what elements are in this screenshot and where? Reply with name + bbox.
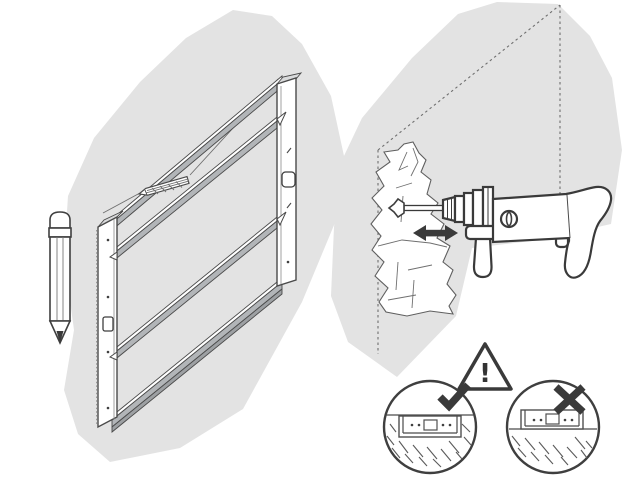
exclamation-mark: ! [479, 359, 491, 389]
pencil [48, 211, 72, 345]
right-post [275, 72, 303, 287]
wall-hatching [386, 423, 472, 468]
checkmark-icon [437, 382, 471, 412]
warning-triangle-icon: ! [457, 342, 513, 391]
double-arrow-icon [413, 225, 458, 241]
drill-mode-knob [499, 209, 519, 229]
bit-tip [387, 197, 405, 219]
detail-circle-correct [382, 379, 478, 475]
left-post [96, 210, 124, 429]
wall-hatching [511, 435, 593, 466]
rail-cross-section [520, 409, 584, 430]
detail-circle-incorrect [505, 379, 601, 475]
drill-body [491, 185, 613, 279]
post-cutout [102, 316, 114, 332]
rail-connectors [108, 111, 287, 361]
rail-cross-section [398, 415, 462, 438]
pencil-tip [56, 331, 64, 343]
traced-outline [377, 4, 561, 354]
post-cutout [281, 171, 296, 188]
drill-bit [387, 197, 445, 219]
hammer-drill [441, 185, 613, 279]
torn-wallpaper [370, 141, 457, 317]
x-mark-icon [553, 384, 586, 415]
marking-pencil [137, 175, 190, 196]
